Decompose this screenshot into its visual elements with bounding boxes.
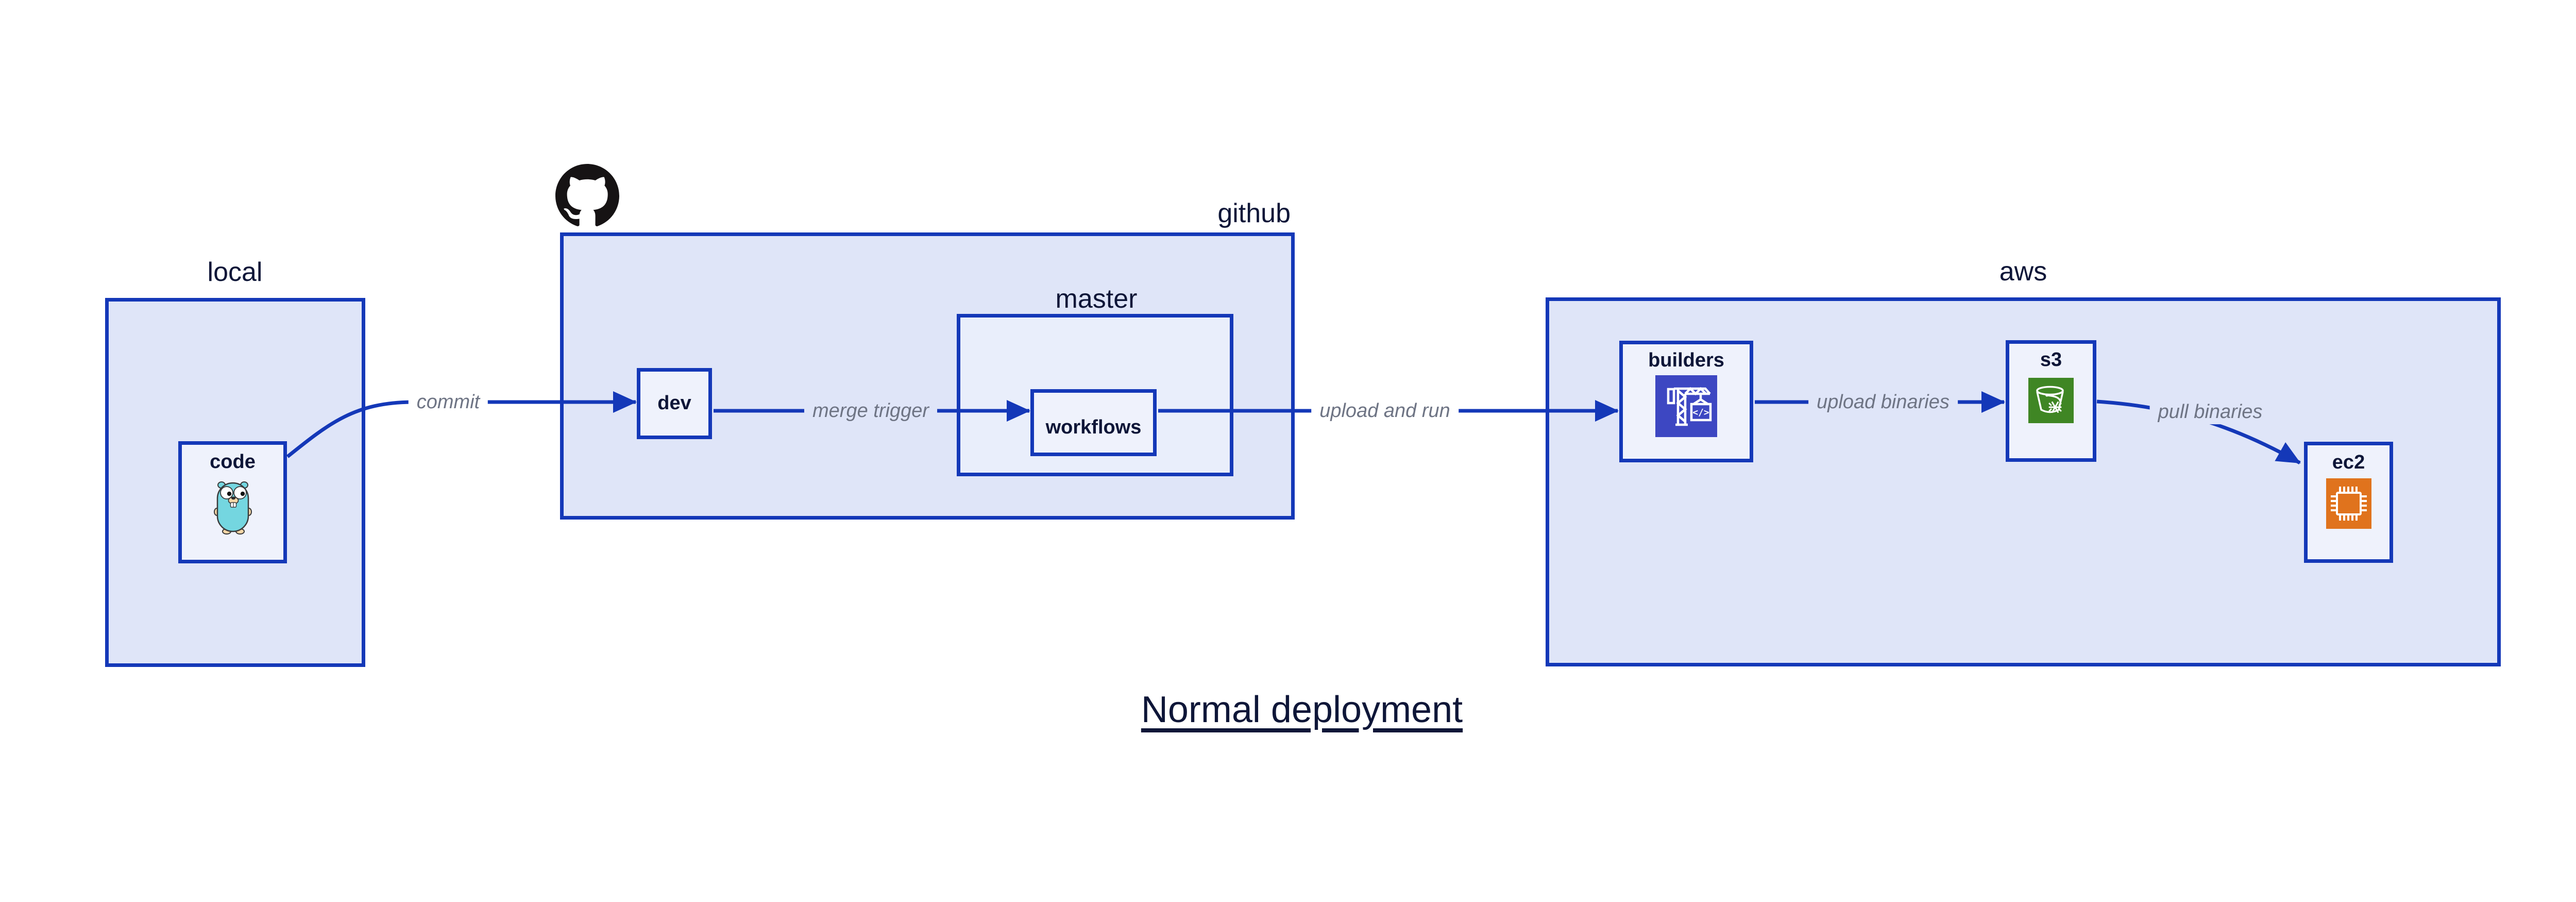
node-workflows: workflows xyxy=(1030,389,1157,456)
commit-arrow xyxy=(286,391,637,458)
node-label-dev: dev xyxy=(657,392,691,414)
svg-text:</>: </> xyxy=(1692,407,1709,418)
node-label-s3: s3 xyxy=(2040,349,2062,371)
container-label-aws: aws xyxy=(1999,257,2047,287)
go-gopher-icon xyxy=(213,479,252,534)
edge-label-commit: commit xyxy=(408,391,488,414)
container-label-github: github xyxy=(1217,198,1291,228)
edge-label-merge-trigger: merge trigger xyxy=(804,399,937,423)
node-label-builders: builders xyxy=(1648,349,1724,371)
edge-label-upload-binaries: upload binaries xyxy=(1808,391,1958,414)
aws-codebuild-icon: </> xyxy=(1655,375,1717,437)
node-label-workflows: workflows xyxy=(1045,416,1142,439)
github-octocat-icon xyxy=(555,164,619,228)
container-label-local: local xyxy=(207,257,263,287)
node-builders: builders </> xyxy=(1619,341,1753,462)
aws-s3-glacier-bucket-icon xyxy=(2028,377,2074,423)
aws-ec2-chip-icon xyxy=(2326,478,2371,529)
node-dev: dev xyxy=(637,368,712,439)
node-code: code xyxy=(178,441,287,563)
node-label-ec2: ec2 xyxy=(2332,452,2365,473)
diagram-title: Normal deployment xyxy=(1141,689,1463,730)
container-label-master: master xyxy=(1055,284,1138,314)
edge-label-pull-binaries: pull binaries xyxy=(2149,400,2271,424)
node-label-code: code xyxy=(210,451,256,473)
node-ec2: ec2 xyxy=(2304,442,2393,563)
node-s3: s3 xyxy=(2006,340,2096,462)
edge-label-upload-and-run: upload and run xyxy=(1311,399,1459,423)
